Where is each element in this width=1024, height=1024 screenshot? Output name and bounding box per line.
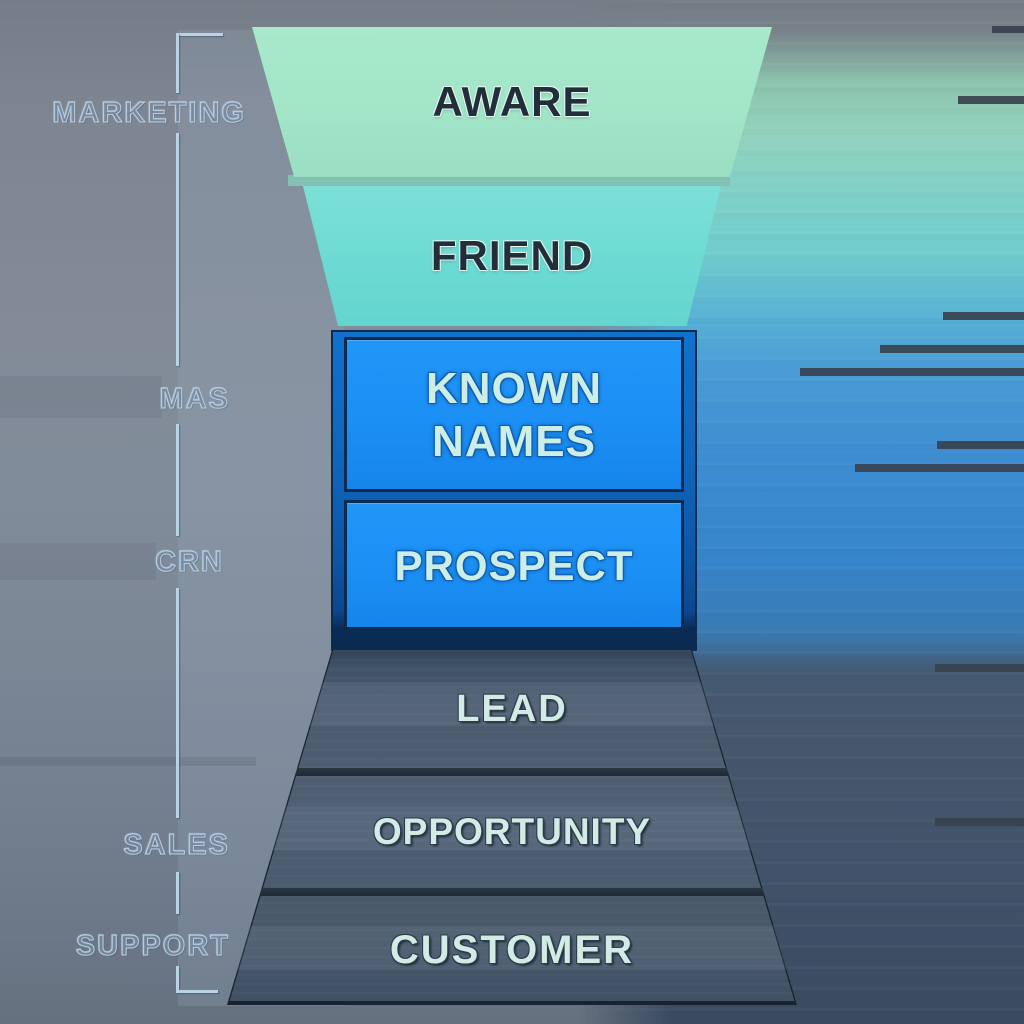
stage-customer: CUSTOMER	[227, 896, 797, 1005]
artifact-dash	[958, 96, 1024, 104]
bracket-segment	[176, 588, 179, 818]
side-label-sales: SALES	[123, 828, 230, 861]
bracket-bottom-tick	[176, 990, 218, 993]
bracket-segment	[176, 966, 179, 990]
artifact-dash	[880, 345, 1024, 353]
label-highlight-band	[227, 806, 797, 850]
bracket-top-tick	[176, 33, 223, 36]
artifact-dash	[943, 312, 1024, 320]
artifact-dash	[992, 26, 1024, 33]
stage-known-names-line1: KNOWN	[425, 363, 603, 413]
stage-aware-label: AWARE	[432, 78, 592, 125]
stage-customer-label: CUSTOMER	[389, 928, 635, 972]
stage-friend: FRIEND	[303, 186, 721, 326]
side-label-marketing: MARKETING	[52, 96, 246, 129]
stage-divider	[227, 888, 797, 896]
side-label-mas: MAS	[159, 382, 230, 415]
stage-aware: AWARE	[252, 27, 772, 177]
label-highlight-band	[227, 926, 797, 970]
lower-pyramid-fill	[229, 650, 795, 1003]
stage-lead-label: LEAD	[456, 687, 568, 730]
stage-prospect: PROSPECT	[344, 500, 684, 630]
background-band	[0, 376, 162, 418]
artifact-dash	[855, 464, 1024, 472]
stage-opportunity: OPPORTUNITY	[227, 776, 797, 888]
lower-pyramid-texture	[227, 650, 797, 1005]
stage-divider	[227, 768, 797, 776]
label-highlight-band	[227, 682, 797, 726]
stage-opportunity-label: OPPORTUNITY	[372, 811, 652, 852]
artifact-dash	[935, 664, 1024, 672]
stage-prospect-label: PROSPECT	[394, 541, 634, 589]
pyramid-bottom-edge	[227, 1001, 797, 1005]
bracket-segment	[176, 424, 179, 536]
artifact-dash	[937, 441, 1024, 449]
side-label-support: SUPPORT	[75, 929, 230, 962]
bracket-segment	[176, 33, 179, 93]
lower-pyramid: LEAD OPPORTUNITY CUSTOMER	[227, 650, 797, 1005]
artifact-dash	[800, 368, 1024, 376]
stage-lead: LEAD	[227, 650, 797, 768]
stage-divider	[288, 175, 730, 186]
stage-known-names-line2: NAMES	[432, 416, 596, 466]
bracket-segment	[176, 133, 179, 366]
artifact-dash	[935, 818, 1024, 826]
side-label-crn: CRN	[155, 545, 224, 578]
stage-friend-label: FRIEND	[430, 232, 594, 279]
stage-known-names: KNOWN NAMES	[344, 337, 684, 492]
bracket-segment	[176, 872, 179, 914]
background-band	[0, 757, 256, 766]
background-band	[0, 543, 156, 580]
